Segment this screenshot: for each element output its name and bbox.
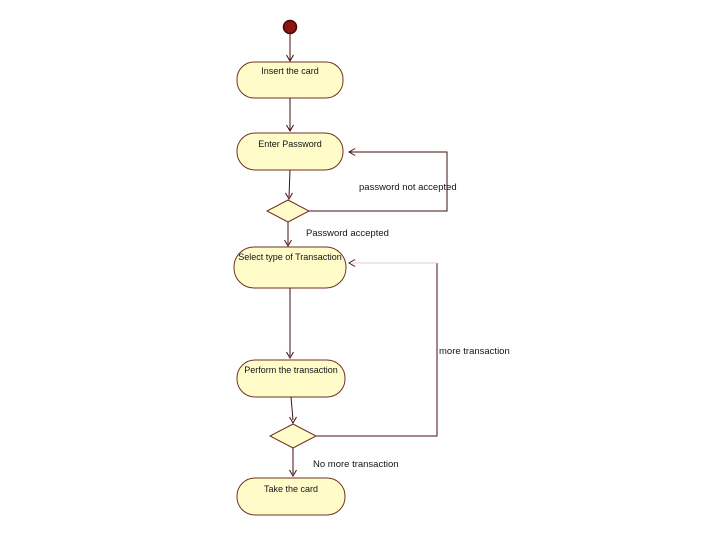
arrowhead-left-icon xyxy=(348,259,356,267)
arrowhead-down-icon xyxy=(289,469,297,477)
edge-label-password-not-accepted: password not accepted xyxy=(359,182,457,193)
edge-password-not-accepted-loop: password not accepted xyxy=(309,148,457,212)
edge-label-no-more-transaction: No more transaction xyxy=(313,459,399,470)
edge-insert-card-to-enter-password xyxy=(286,98,294,132)
edge-line xyxy=(288,169,291,198)
decision-diamond-shape xyxy=(268,423,318,449)
arrowhead-down-icon xyxy=(285,192,293,200)
decision-node-password xyxy=(265,199,311,223)
edge-select-to-perform xyxy=(286,288,294,359)
edge-start-to-insert-card xyxy=(286,34,294,62)
arrowhead-down-icon xyxy=(284,239,292,247)
activity-node-perform-transaction: Perform the transaction xyxy=(236,359,346,398)
edge-line xyxy=(290,396,294,421)
activity-node-shape xyxy=(236,477,346,516)
edge-label-password-accepted: Password accepted xyxy=(306,228,389,239)
edge-perform-to-more-decision xyxy=(289,396,297,424)
decision-diamond-shape xyxy=(265,199,311,223)
arrowhead-down-icon xyxy=(286,351,294,359)
activity-node-take-card: Take the card xyxy=(236,477,346,516)
edge-password-accepted: Password accepted xyxy=(284,222,389,247)
activity-node-label: Take the card xyxy=(264,484,318,494)
activity-node-enter-password: Enter Password xyxy=(236,132,344,171)
activity-node-label: Enter Password xyxy=(258,139,322,149)
arrowhead-down-icon xyxy=(289,416,297,424)
arrowhead-down-icon xyxy=(286,54,294,62)
edge-no-more-transaction: No more transaction xyxy=(289,448,399,477)
edge-line xyxy=(316,263,438,437)
initial-node xyxy=(282,19,298,35)
decision-node-more-transaction xyxy=(268,423,318,449)
activity-node-label: Insert the card xyxy=(261,66,319,76)
edge-line xyxy=(309,151,448,212)
activity-node-label: Select type of Transaction xyxy=(238,252,342,262)
edge-label-more-transaction: more transaction xyxy=(439,346,510,357)
activity-node-label: Perform the transaction xyxy=(244,365,338,375)
edge-enter-password-to-password-decision xyxy=(285,169,293,200)
arrowhead-down-icon xyxy=(286,124,294,132)
edge-more-transaction-loop: more transaction xyxy=(316,259,510,437)
activity-node-insert-card: Insert the card xyxy=(236,61,344,99)
initial-node-icon xyxy=(282,19,298,35)
arrowhead-left-icon xyxy=(348,148,356,156)
activity-node-select-transaction: Select type of Transaction xyxy=(233,246,347,289)
